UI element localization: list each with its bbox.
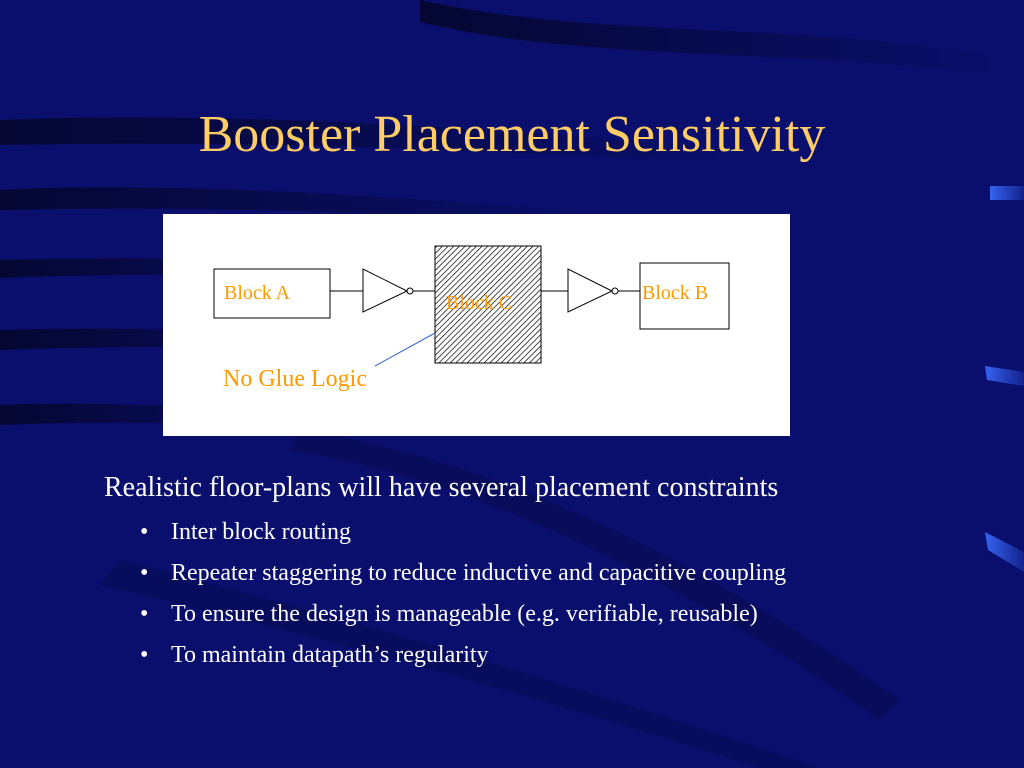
no-glue-logic-label: No Glue Logic <box>223 366 367 392</box>
buffer-2-bubble-icon <box>611 287 619 295</box>
buffer-2-icon <box>567 268 614 313</box>
buffer-1-icon <box>362 268 409 313</box>
bullet-icon: • <box>140 519 149 545</box>
block-c-label: Block C <box>446 292 513 314</box>
placement-diagram: Block A Block C Block B No Glue Logic <box>163 214 790 436</box>
slide-title: Booster Placement Sensitivity <box>198 106 826 163</box>
bullet-icon: • <box>140 601 149 627</box>
block-a-label: Block A <box>224 282 291 304</box>
annotation-pointer-line <box>374 332 436 367</box>
list-item-text: To ensure the design is manageable (e.g.… <box>171 601 758 627</box>
bullet-icon: • <box>140 642 149 668</box>
list-item-text: Inter block routing <box>171 519 351 545</box>
block-c-box <box>434 245 542 364</box>
list-item-text: Repeater staggering to reduce inductive … <box>171 560 787 586</box>
constraints-heading: Realistic floor-plans will have several … <box>104 472 779 503</box>
block-b-label: Block B <box>642 282 709 304</box>
diagram-drawing <box>213 245 730 367</box>
block-a-box <box>213 268 331 319</box>
block-b-box <box>639 262 730 330</box>
buffer-1-bubble-icon <box>406 287 414 295</box>
list-item-text: To maintain datapath’s regularity <box>171 642 489 668</box>
bullet-icon: • <box>140 560 149 586</box>
